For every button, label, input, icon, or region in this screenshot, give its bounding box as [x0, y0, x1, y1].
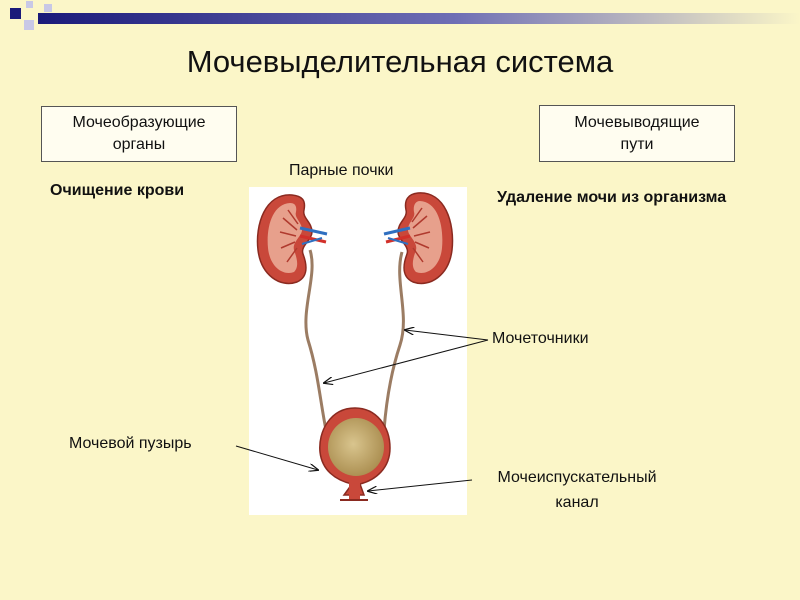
ureters-label: Мочеточники — [492, 330, 589, 347]
urinary-tract-box: Мочевыводящие пути — [539, 105, 735, 162]
left-ureter — [304, 249, 328, 431]
kidneys-label: Парные почки — [289, 162, 394, 179]
top-decor-bar — [10, 1, 800, 30]
ureters-pointer-lower — [324, 339, 489, 383]
urethra-label: Мочеиспускательный канал — [474, 465, 680, 515]
right-kidney — [383, 192, 454, 285]
urine-forming-organs-box: Мочеобразующие органы — [41, 106, 237, 162]
bladder-label: Мочевой пузырь — [69, 435, 192, 452]
blood-cleaning-caption: Очищение крови — [50, 182, 185, 199]
left-kidney — [256, 194, 328, 285]
right-ureter — [382, 251, 405, 431]
ureters-pointer-upper — [405, 330, 489, 341]
urethra-pointer — [368, 479, 473, 491]
urethra-label-line2: канал — [555, 494, 599, 511]
urinary-tract-line2: пути — [620, 135, 654, 153]
urethra-label-line1: Мочеиспускательный — [497, 469, 657, 486]
bladder — [319, 407, 391, 501]
urine-removal-caption: Удаление мочи из организма — [497, 189, 727, 206]
page-title: Мочевыделительная система — [186, 44, 614, 79]
urine-forming-organs-line1: Мочеобразующие — [72, 114, 206, 131]
bladder-pointer — [235, 445, 318, 470]
urine-forming-organs-line2: органы — [112, 136, 166, 153]
urinary-tract-line1: Мочевыводящие — [574, 113, 700, 131]
